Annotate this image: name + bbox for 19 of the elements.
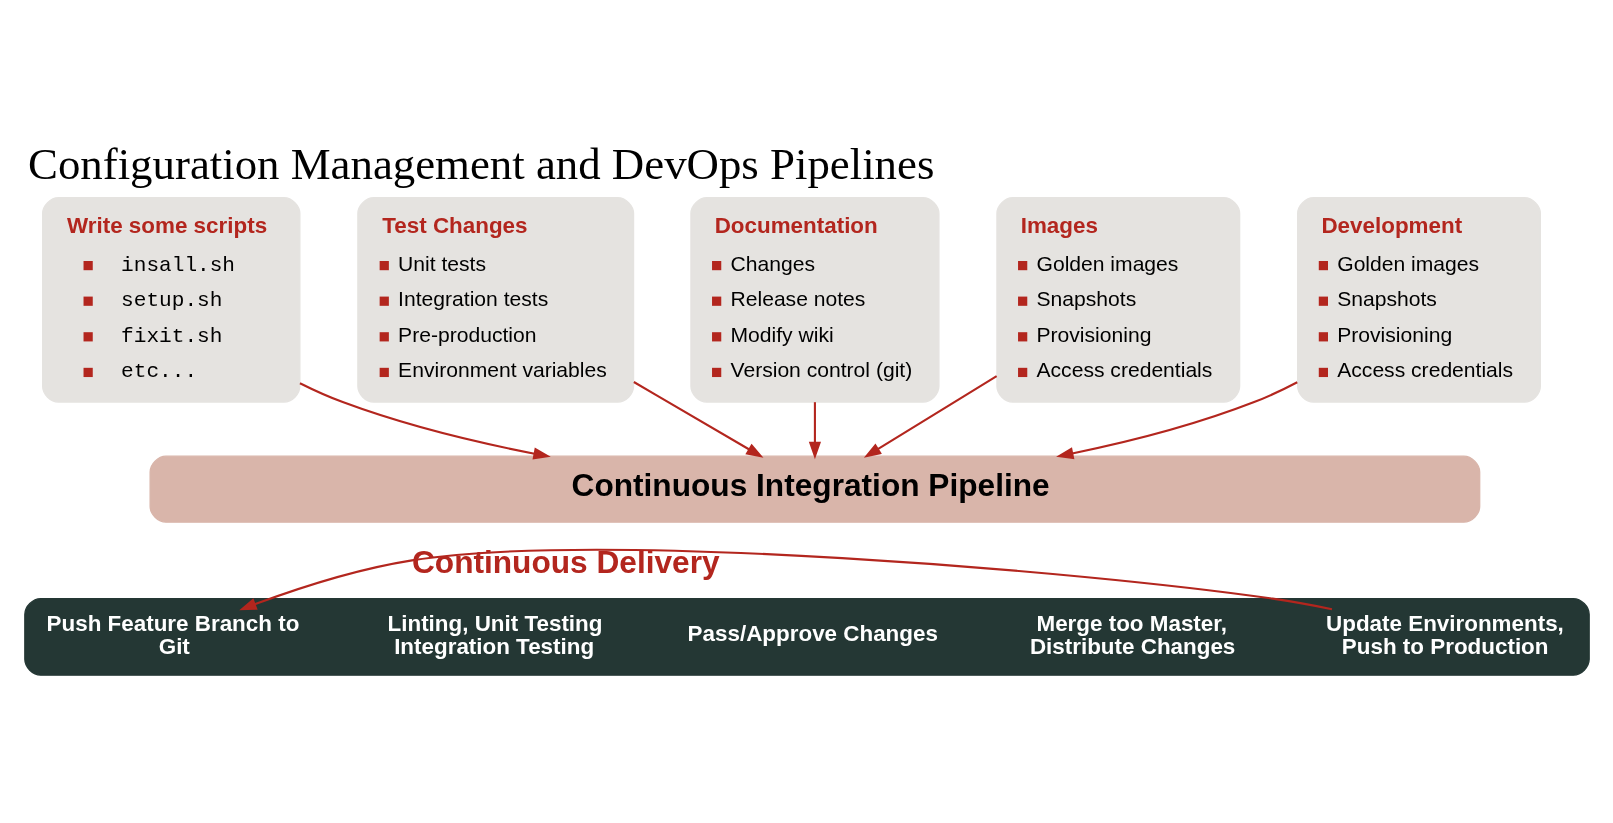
node-box: Write some scripts insall.sh setup.sh fixit.sh etc... [41, 196, 300, 403]
arrow [238, 548, 1332, 610]
node-text: Pass/Approve Changes [687, 620, 938, 646]
node-box: Documentation Changes Release notes Modify wiki Version control (git) [689, 196, 940, 403]
node-text: Merge too Master, Distribute Changes [1029, 610, 1235, 659]
diagram-title: Configuration Management and DevOps Pipelines [27, 138, 934, 189]
arrow [299, 381, 551, 460]
arrow [1055, 380, 1298, 459]
arrow [808, 401, 821, 459]
edge-label: Continuous Delivery [411, 543, 720, 580]
node-box: Continuous Integration Pipeline [148, 455, 1480, 523]
node-text: Linting, Unit Testing Integration Testing [387, 610, 602, 659]
node-box: Images Golden images Snapshots Provisioning Access credentials [995, 196, 1240, 403]
node-text: Update Environments, Push to Production [1325, 610, 1564, 659]
arrow [632, 380, 763, 458]
node-box: Test Changes Unit tests Integration tests Pre-production Environment variables [356, 196, 634, 403]
arrow [863, 374, 997, 458]
node-text: Push Feature Branch to Git [46, 610, 299, 659]
node-box: Development Golden images Snapshots Provisioning Access credentials [1296, 196, 1541, 403]
